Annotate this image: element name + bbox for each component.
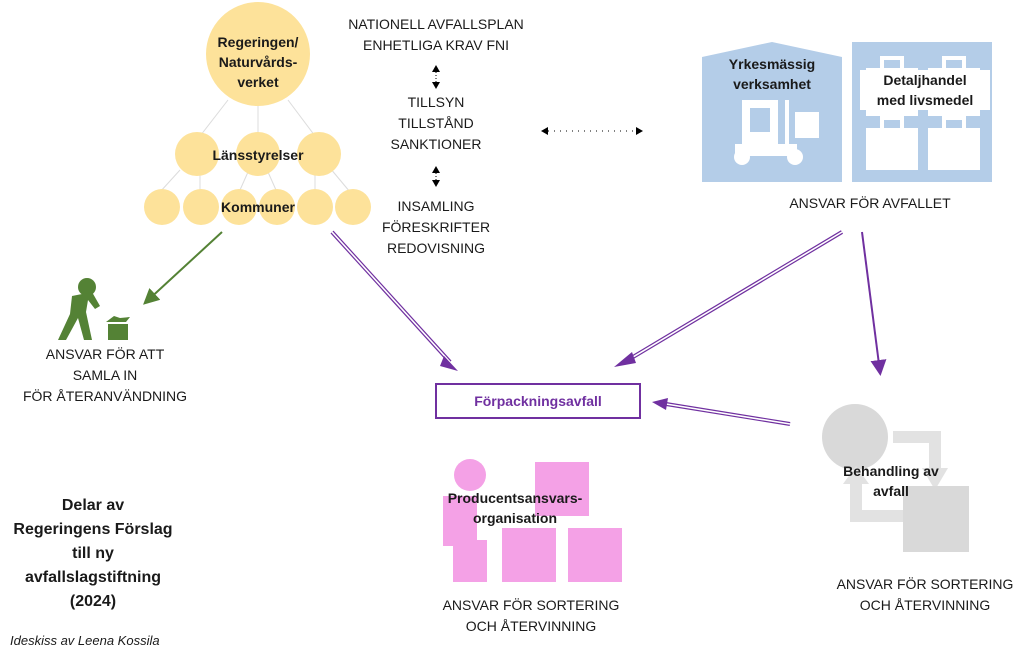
- arrow-actors-to-treatment: [861, 231, 887, 376]
- collection-text: INSAMLING FÖRESKRIFTER REDOVISNING: [381, 198, 491, 256]
- green-arrow: [143, 231, 223, 305]
- actors-caption: ANSVAR FÖR AVFALLET: [789, 195, 951, 211]
- treatment-caption: ANSVAR FÖR SORTERING OCH ÅTERVINNING: [836, 576, 1014, 613]
- business-building-icon: [702, 42, 842, 182]
- municipality-node: [335, 189, 371, 225]
- municipality-node: [259, 189, 295, 225]
- municipality-node: [144, 189, 180, 225]
- national-plan-text: NATIONELL AVFALLSPLAN ENHETLIGA KRAV FNI: [348, 16, 524, 53]
- producer-org-label: Producentsansvars- organisation: [447, 490, 583, 526]
- government-label: Regeringen/ Naturvårds- verket: [217, 34, 299, 90]
- county-node: [175, 132, 219, 176]
- municipality-node: [221, 189, 257, 225]
- author-credit: Ideskiss av Leena Kossila: [10, 633, 160, 648]
- arrow-kommuner-to-packaging: [330, 230, 458, 371]
- arrow-actors-to-packaging: [614, 230, 844, 367]
- retail-store-icon: [852, 42, 992, 182]
- municipality-label: Kommuner: [221, 199, 295, 215]
- collector-person-icon: [58, 278, 130, 340]
- arrow-treatment-to-packaging: [652, 398, 791, 426]
- producer-caption: ANSVAR FÖR SORTERING OCH ÅTERVINNING: [442, 597, 620, 634]
- diagram-title: Delar av Regeringens Förslag till ny avf…: [13, 497, 173, 610]
- vertical-dotted-arrow-2: [432, 166, 440, 187]
- treatment-icon: [822, 404, 969, 552]
- supervision-text: TILLSYN TILLSTÅND SANKTIONER: [390, 94, 482, 152]
- horizontal-dotted-arrow: [541, 127, 643, 135]
- government-node: [206, 2, 310, 106]
- retail-label: Detaljhandel med livsmedel: [860, 70, 990, 110]
- vertical-dotted-arrow-1: [432, 65, 440, 89]
- county-node: [297, 132, 341, 176]
- county-label: Länsstyrelser: [212, 147, 304, 163]
- business-label: Yrkesmässig verksamhet: [728, 56, 816, 92]
- collector-caption: ANSVAR FÖR ATT SAMLA IN FÖR ÅTERANVÄNDNI…: [22, 346, 188, 404]
- packaging-waste-box: Förpackningsavfall: [435, 383, 641, 419]
- municipality-node: [183, 189, 219, 225]
- treatment-label: Behandling av avfall: [843, 463, 939, 499]
- municipality-node: [297, 189, 333, 225]
- producer-org-icon: [443, 459, 622, 582]
- county-node: [236, 132, 280, 176]
